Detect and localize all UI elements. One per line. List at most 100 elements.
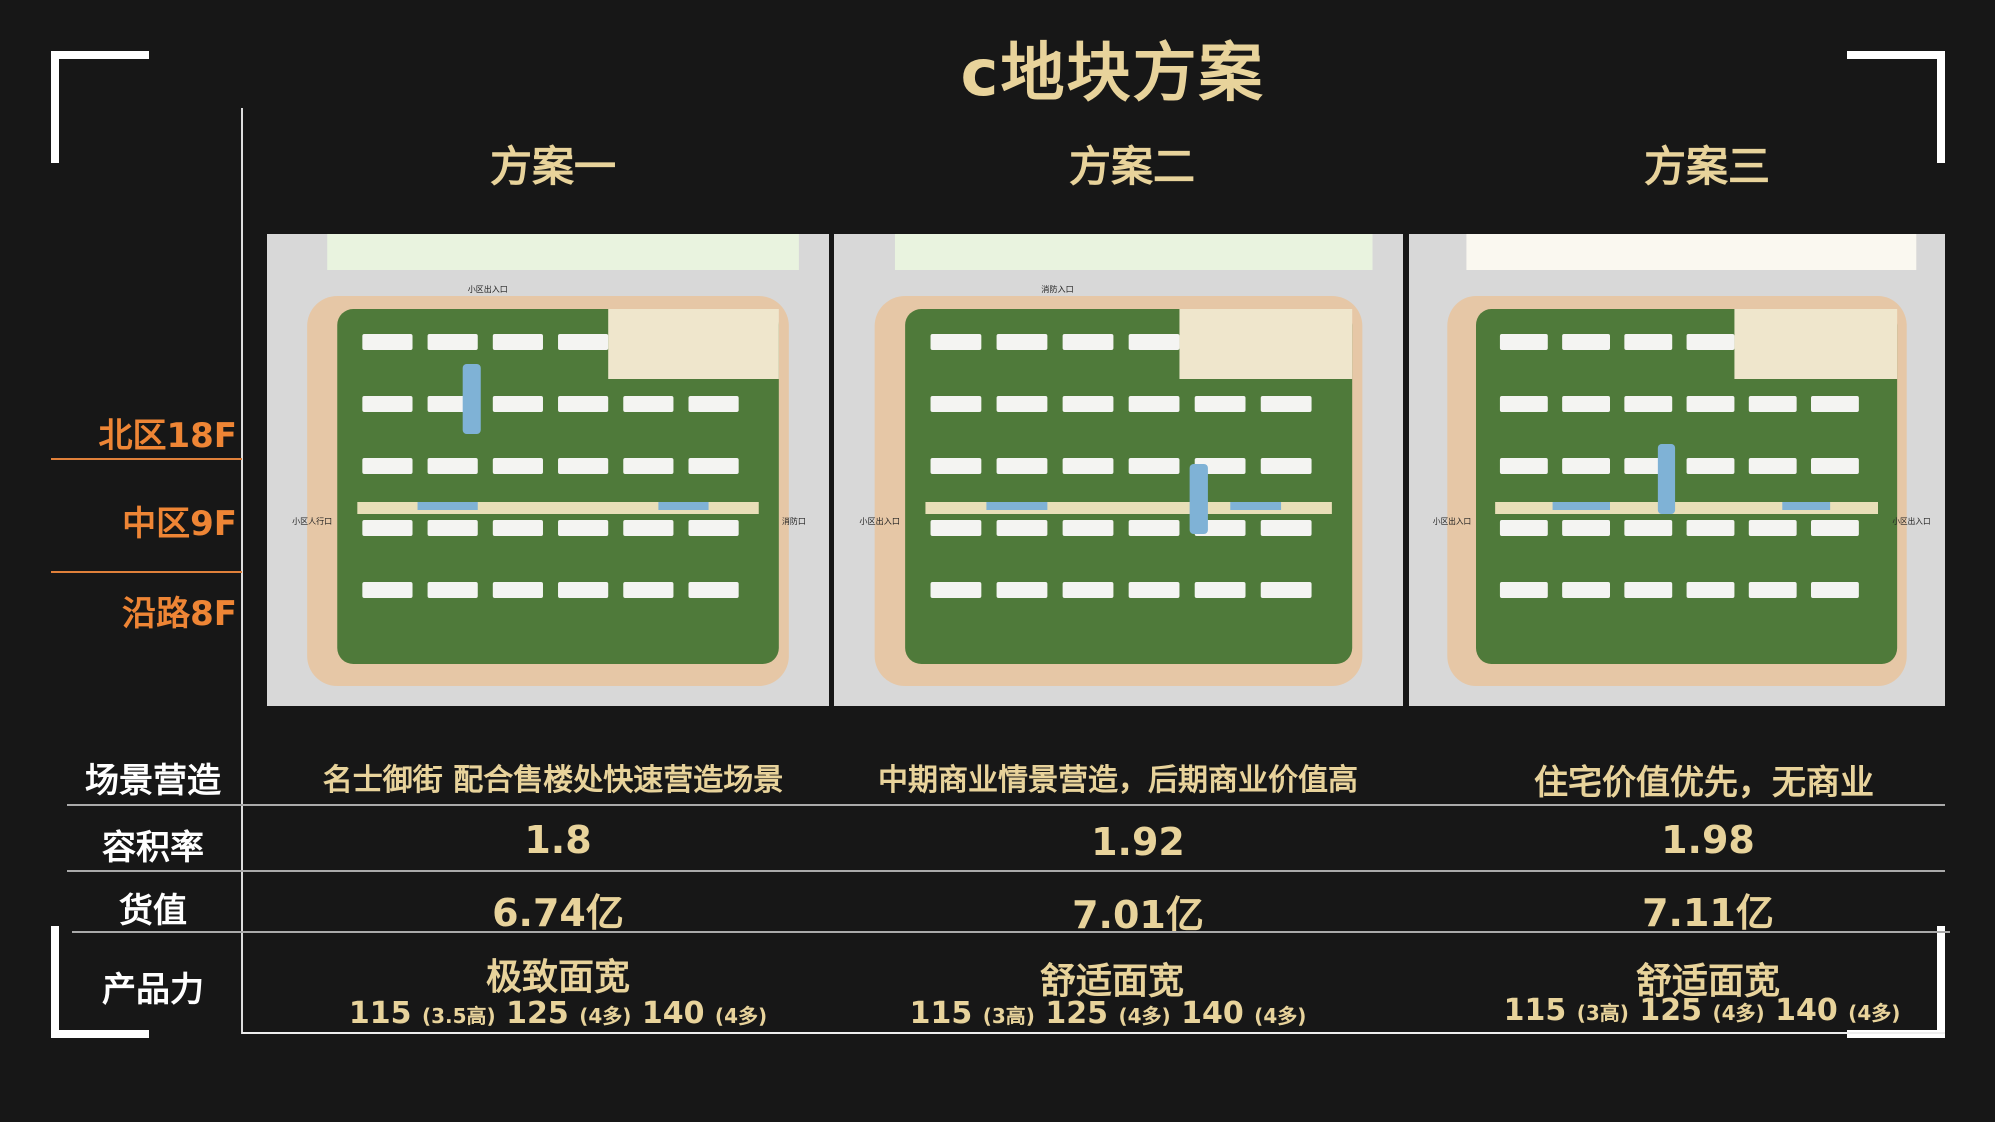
- unit-size: 140: [1181, 996, 1244, 1031]
- residential-building: [427, 458, 478, 474]
- residential-building: [688, 582, 739, 598]
- unit-size: 125: [1639, 993, 1702, 1028]
- unit-size: 140: [641, 996, 705, 1031]
- corner-bracket-top-left-v: [51, 51, 59, 163]
- water-feature: [1189, 464, 1208, 534]
- residential-building: [558, 458, 609, 474]
- corner-bracket-bottom-right-v: [1937, 926, 1945, 1038]
- unit-type: (4多): [1712, 1001, 1765, 1025]
- unit-type: (3高): [982, 1004, 1035, 1028]
- corner-bracket-bottom-left: [51, 1030, 149, 1038]
- site-plan-3: 小区出入口 小区出入口: [1409, 234, 1945, 706]
- residential-building: [362, 396, 413, 412]
- entrance-label: 小区出入口: [1433, 516, 1471, 526]
- pool: [1230, 502, 1282, 510]
- residential-building: [1062, 334, 1114, 350]
- entrance-label: 小区人行口: [292, 516, 332, 526]
- pool: [417, 502, 478, 510]
- residential-building: [1128, 458, 1180, 474]
- north-plot: [1466, 234, 1917, 270]
- table-bottom-line: [242, 1032, 1945, 1034]
- residential-building: [996, 458, 1048, 474]
- scene-1: 名士御街 配合售楼处快速营造场景: [322, 763, 784, 798]
- residential-building: [1748, 582, 1797, 598]
- entrance-label: 消防入口: [1041, 284, 1073, 294]
- scheme-1-heading: 方案一: [489, 142, 616, 191]
- residential-building: [1128, 520, 1180, 536]
- residential-building: [427, 520, 478, 536]
- residential-building: [492, 334, 543, 350]
- unit-type: (4多): [1118, 1004, 1171, 1028]
- residential-building: [1260, 520, 1312, 536]
- row-label-value: 货值: [119, 891, 187, 931]
- residential-building: [1062, 396, 1114, 412]
- residential-building: [1062, 582, 1114, 598]
- amenity-block: [608, 309, 779, 379]
- scene-3: 住宅价值优先，无商业: [1534, 763, 1874, 803]
- residential-building: [1686, 458, 1735, 474]
- residential-building: [1748, 458, 1797, 474]
- residential-building: [996, 582, 1048, 598]
- water-feature: [462, 364, 481, 434]
- residential-building: [1811, 582, 1859, 598]
- corner-bracket-bottom-left-v: [51, 926, 59, 1038]
- residential-building: [1128, 396, 1180, 412]
- residential-building: [1499, 520, 1548, 536]
- row-label-far: 容积率: [102, 828, 204, 868]
- residential-building: [1686, 334, 1735, 350]
- pool: [1782, 502, 1831, 510]
- residential-building: [362, 334, 413, 350]
- corner-bracket-bottom-right: [1847, 1030, 1945, 1038]
- unit-size: 115: [1503, 993, 1567, 1028]
- residential-building: [1128, 582, 1180, 598]
- residential-building: [492, 582, 543, 598]
- residential-building: [996, 396, 1048, 412]
- residential-building: [1811, 458, 1859, 474]
- zone-divider: [51, 571, 242, 573]
- unit-size: 125: [1045, 996, 1108, 1031]
- entrance-label: 消防口: [782, 516, 806, 526]
- residential-building: [427, 582, 478, 598]
- corner-bracket-top-left: [51, 51, 149, 59]
- value-3: 7.11亿: [1642, 891, 1774, 935]
- product-specs-1: 115 (3.5高) 125 (4多) 140 (4多): [278, 996, 838, 1031]
- row-label-product: 产品力: [102, 970, 204, 1010]
- north-plot: [894, 234, 1373, 270]
- residential-building: [996, 520, 1048, 536]
- north-plot: [327, 234, 799, 270]
- pool: [986, 502, 1048, 510]
- residential-building: [1562, 458, 1610, 474]
- entrance-label: 小区出入口: [1892, 516, 1930, 526]
- zone-middle: 中区9F: [122, 504, 237, 544]
- residential-building: [1499, 458, 1548, 474]
- residential-building: [558, 520, 609, 536]
- scene-2: 中期商业情景营造，后期商业价值高: [878, 763, 1358, 798]
- far-1: 1.8: [524, 818, 592, 862]
- table-divider: [72, 931, 1950, 933]
- residential-building: [623, 458, 674, 474]
- unit-type: (3高): [1576, 1001, 1629, 1025]
- scheme-3-heading: 方案三: [1643, 142, 1770, 191]
- site-plan-2: 消防入口小区出入口: [834, 234, 1403, 706]
- unit-size: 115: [909, 996, 973, 1031]
- residential-building: [558, 396, 609, 412]
- amenity-block: [1179, 309, 1353, 379]
- residential-building: [427, 334, 478, 350]
- entrance-label: 小区出入口: [859, 516, 900, 526]
- corner-bracket-top-right: [1847, 51, 1945, 59]
- entrance-label: 小区出入口: [468, 284, 508, 294]
- water-feature: [1657, 444, 1676, 514]
- residential-building: [1686, 582, 1735, 598]
- unit-type: (3.5高): [421, 1004, 496, 1028]
- page-title: c地块方案: [960, 37, 1265, 111]
- residential-building: [688, 458, 739, 474]
- residential-building: [623, 520, 674, 536]
- product-title-1: 极致面宽: [485, 957, 630, 998]
- residential-building: [1562, 334, 1610, 350]
- product-specs-2: 115 (3高) 125 (4多) 140 (4多): [828, 996, 1388, 1031]
- residential-building: [1260, 396, 1312, 412]
- residential-building: [1260, 582, 1312, 598]
- residential-building: [1499, 396, 1548, 412]
- residential-building: [623, 396, 674, 412]
- residential-building: [1062, 520, 1114, 536]
